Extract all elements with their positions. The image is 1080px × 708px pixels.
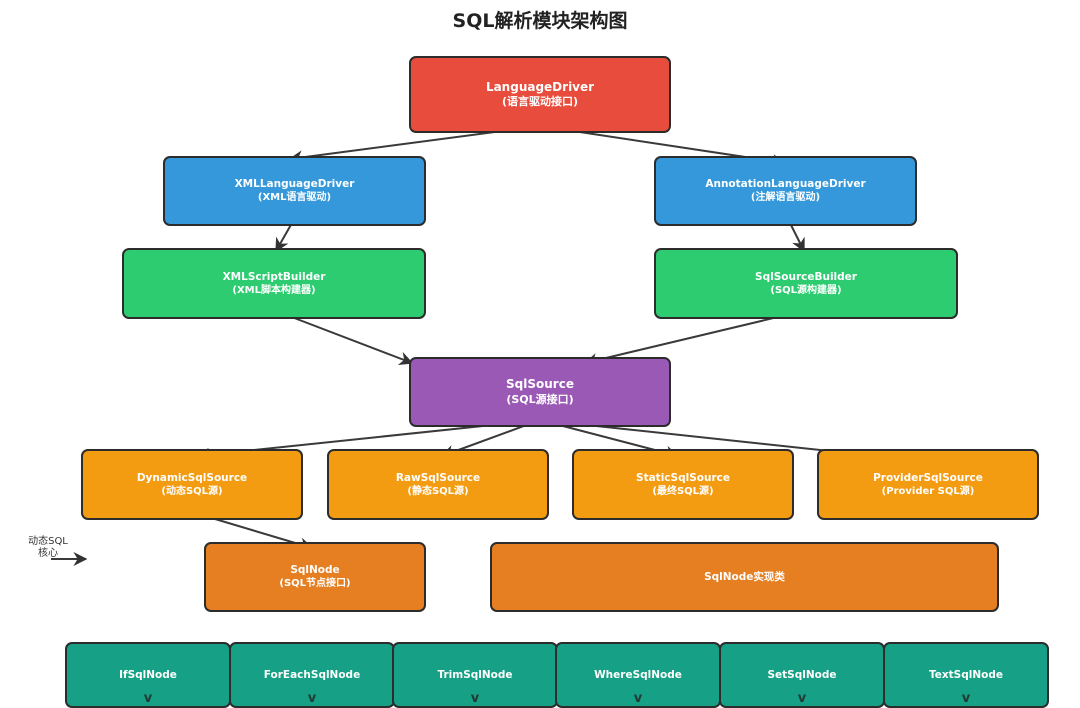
- dynamic-sql-core-label: 动态SQL 核心: [18, 536, 78, 559]
- node-desc: (SQL节点接口): [279, 578, 351, 590]
- node-name: SqlSourceBuilder: [755, 270, 857, 283]
- node-name: SqlNode实现类: [704, 570, 785, 583]
- side-label-line1: 动态SQL: [28, 536, 68, 547]
- chevron-down-icon: v: [143, 691, 153, 707]
- node-name: AnnotationLanguageDriver: [705, 178, 866, 191]
- chevron-down-icon: v: [470, 691, 480, 707]
- node-name: ProviderSqlSource: [873, 471, 983, 484]
- diagram-title: SQL解析模块架构图: [452, 10, 628, 32]
- dynamic-sql-source-box: DynamicSqlSource (动态SQL源): [81, 449, 303, 520]
- arrow-xml-to-scriptbuilder: [275, 222, 293, 253]
- node-desc: (SQL源接口): [506, 392, 574, 406]
- side-label-line2: 核心: [38, 547, 58, 559]
- node-name: XMLLanguageDriver: [234, 178, 355, 191]
- text-sql-node-box: TextSqlNode v: [883, 642, 1049, 708]
- node-desc: (动态SQL源): [161, 485, 223, 497]
- node-name: DynamicSqlSource: [136, 471, 248, 484]
- sql-source-box: SqlSource (SQL源接口): [409, 357, 671, 427]
- node-desc: (XML脚本构建器): [232, 284, 316, 296]
- foreach-sql-node-box: ForEachSqlNode v: [229, 642, 395, 708]
- node-name: LanguageDriver: [485, 79, 595, 94]
- arrow-annotation-to-sourcebuilder: [789, 222, 805, 253]
- node-desc: (静态SQL源): [407, 485, 469, 497]
- node-name: SqlNode: [290, 564, 340, 577]
- sql-node-box: SqlNode (SQL节点接口): [204, 542, 426, 612]
- node-name: XMLScriptBuilder: [222, 270, 326, 283]
- provider-sql-source-box: ProviderSqlSource (Provider SQL源): [817, 449, 1039, 520]
- node-desc: (Provider SQL源): [881, 485, 975, 497]
- static-sql-source-box: StaticSqlSource (最终SQL源): [572, 449, 794, 520]
- node-name: WhereSqlNode: [594, 668, 682, 681]
- xml-script-builder-box: XMLScriptBuilder (XML脚本构建器): [122, 248, 426, 319]
- node-name: ForEachSqlNode: [263, 668, 361, 681]
- sql-node-impls-box: SqlNode实现类: [490, 542, 999, 612]
- arrow-scriptbuilder-to-sqlsource: [275, 310, 414, 366]
- chevron-down-icon: v: [961, 691, 971, 707]
- node-name: StaticSqlSource: [636, 471, 730, 484]
- node-name: RawSqlSource: [395, 471, 481, 484]
- node-desc: (语言驱动接口): [501, 95, 579, 109]
- language-driver-box: LanguageDriver (语言驱动接口): [409, 56, 671, 133]
- node-desc: (最终SQL源): [652, 485, 714, 497]
- node-name: SqlSource: [506, 377, 574, 392]
- node-name: IfSqlNode: [119, 668, 177, 681]
- arrow-sourcebuilder-to-sqlsource: [583, 310, 804, 367]
- set-sql-node-box: SetSqlNode v: [719, 642, 885, 708]
- chevron-down-icon: v: [797, 691, 807, 707]
- xml-language-driver-box: XMLLanguageDriver (XML语言驱动): [163, 156, 426, 226]
- node-name: TextSqlNode: [929, 668, 1003, 681]
- sql-source-builder-box: SqlSourceBuilder (SQL源构建器): [654, 248, 958, 319]
- trim-sql-node-box: TrimSqlNode v: [392, 642, 558, 708]
- chevron-down-icon: v: [633, 691, 643, 707]
- node-desc: (XML语言驱动): [257, 192, 332, 204]
- if-sql-node-box: IfSqlNode v: [65, 642, 231, 708]
- node-desc: (注解语言驱动): [750, 192, 821, 204]
- chevron-down-icon: v: [307, 691, 317, 707]
- node-name: SetSqlNode: [767, 668, 837, 681]
- where-sql-node-box: WhereSqlNode v: [555, 642, 721, 708]
- annotation-language-driver-box: AnnotationLanguageDriver (注解语言驱动): [654, 156, 917, 226]
- node-name: TrimSqlNode: [437, 668, 513, 681]
- node-desc: (SQL源构建器): [770, 284, 842, 296]
- raw-sql-source-box: RawSqlSource (静态SQL源): [327, 449, 549, 520]
